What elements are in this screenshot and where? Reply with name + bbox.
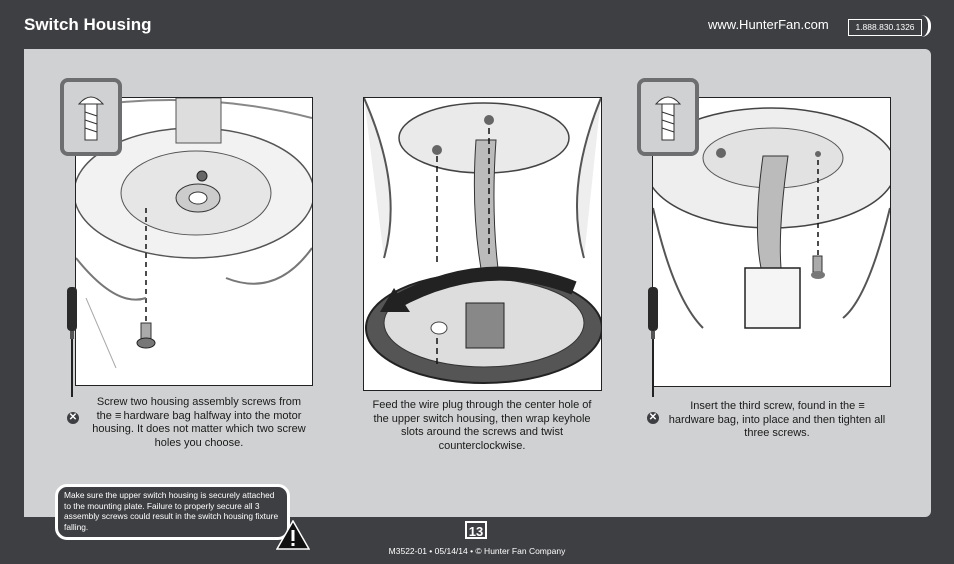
website-link[interactable]: www.HunterFan.com	[708, 17, 829, 32]
step-3-caption: Insert the third screw, found in the ≡ h…	[668, 400, 886, 440]
screwdriver-icon	[645, 287, 661, 404]
step-2-illustration	[363, 97, 602, 391]
step-2-caption: Feed the wire plug through the center ho…	[372, 399, 592, 452]
screw-icon	[60, 78, 122, 156]
phone-number: 1.888.830.1326	[848, 19, 922, 36]
footer-doc-info: M3522-01 • 05/14/14 • © Hunter Fan Compa…	[388, 546, 566, 556]
hardware-bag-icon: ≡	[114, 409, 122, 422]
screwdriver-icon	[64, 287, 80, 404]
screw-icon	[637, 78, 699, 156]
step-1-caption: Screw two housing assembly screws from t…	[92, 396, 306, 449]
page-number: 13	[465, 521, 487, 539]
no-power-tool-icon: ✕	[647, 412, 659, 424]
hardware-bag-icon: ≡	[858, 400, 865, 412]
no-power-tool-icon: ✕	[67, 412, 79, 424]
warning-box: Make sure the upper switch housing is se…	[55, 484, 290, 540]
warning-icon	[275, 519, 311, 555]
phone-icon	[920, 15, 931, 37]
page-title: Switch Housing	[24, 15, 152, 34]
